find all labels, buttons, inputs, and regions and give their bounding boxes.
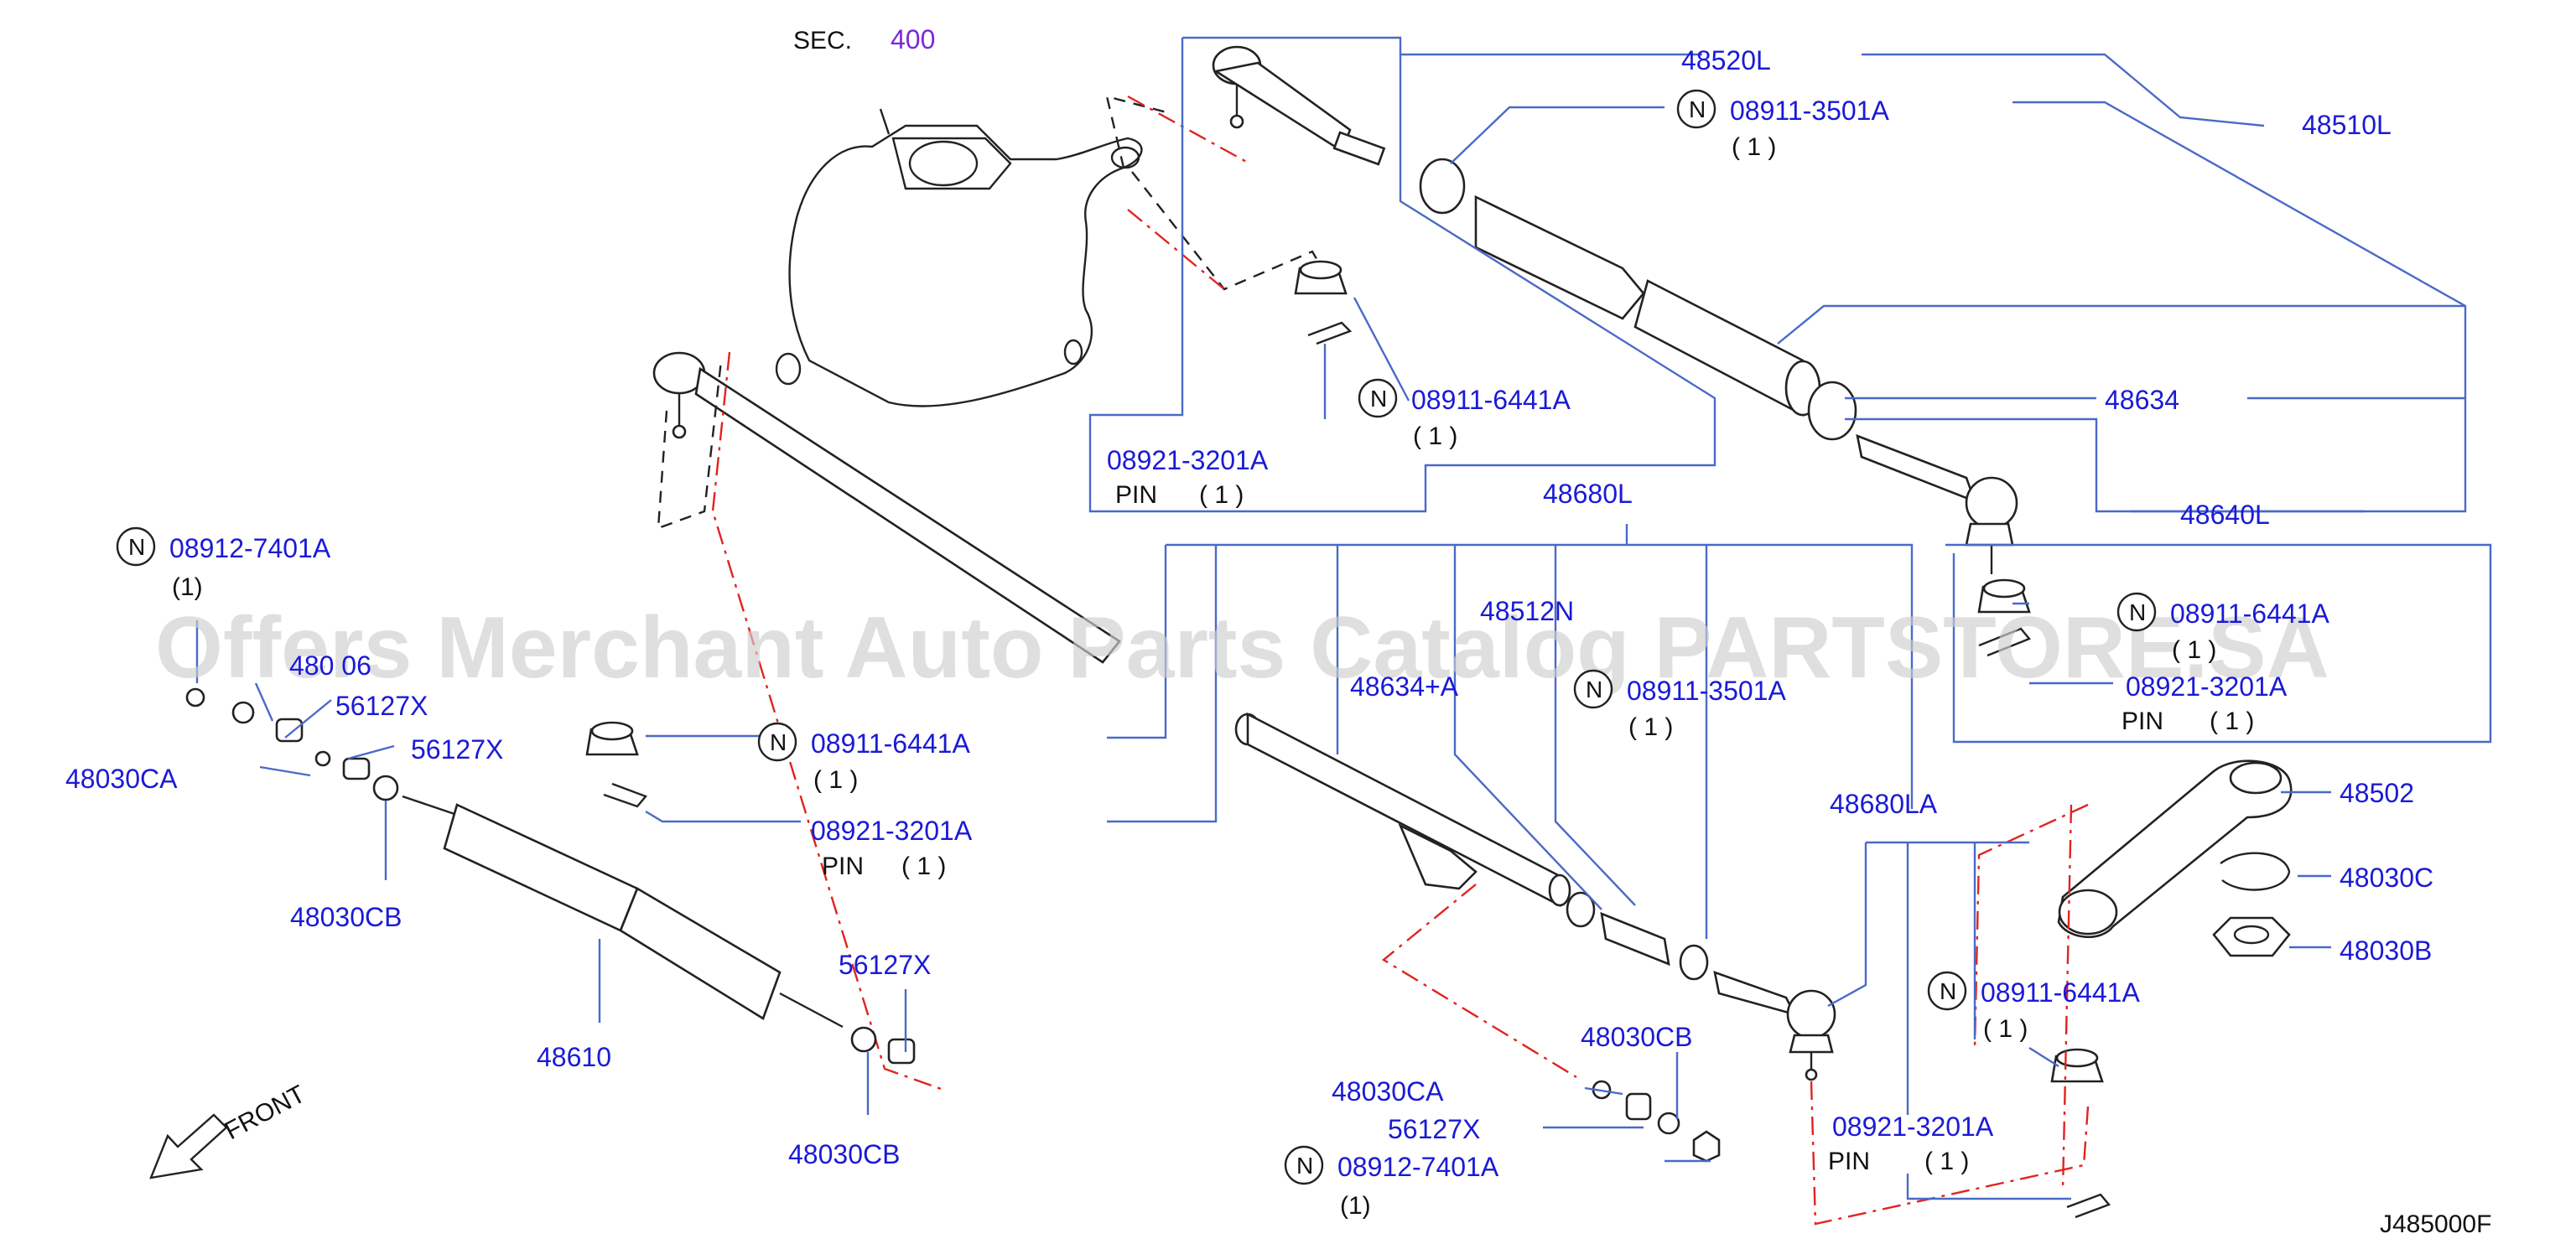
part-56127X-b[interactable]: 56127X bbox=[411, 734, 503, 765]
lock-washer bbox=[2220, 852, 2291, 891]
cotter-pin-right bbox=[1978, 627, 2031, 657]
part-08921-3201A-low[interactable]: 08921-3201A bbox=[1832, 1112, 1994, 1142]
part-48520L[interactable]: 48520L bbox=[1681, 45, 1771, 75]
qty-pin-low: ( 1 ) bbox=[1924, 1148, 1969, 1175]
section-ref: SEC. 400 bbox=[793, 24, 935, 54]
part-08921-3201A-right[interactable]: 08921-3201A bbox=[2126, 671, 2288, 702]
part-480-06-left[interactable]: 480 06 bbox=[289, 651, 371, 681]
qty-6441A-top: ( 1 ) bbox=[1413, 422, 1457, 450]
steering-gear-housing bbox=[775, 95, 1331, 407]
pin-top: PIN bbox=[1115, 481, 1157, 509]
n-marker-6441a-right: N bbox=[2116, 592, 2157, 632]
castle-nut-top bbox=[1294, 260, 1348, 295]
lower-right-bushings bbox=[1592, 1080, 1721, 1163]
n-marker-7401a-mid: N bbox=[1284, 1145, 1324, 1185]
outer-tie-rod-end-top bbox=[1212, 45, 1386, 166]
cotter-pin-left bbox=[603, 782, 648, 808]
figure-code: J485000F bbox=[2380, 1210, 2491, 1238]
svg-text:N: N bbox=[1586, 676, 1602, 702]
part-48030CA-mid[interactable]: 48030CA bbox=[1332, 1076, 1444, 1107]
part-48510L[interactable]: 48510L bbox=[2302, 110, 2392, 140]
part-08912-7401A-mid[interactable]: 08912-7401A bbox=[1337, 1152, 1499, 1182]
part-08911-6441A-top[interactable]: 08911-6441A bbox=[1411, 385, 1571, 415]
relay-rod bbox=[1234, 712, 1577, 1079]
part-08912-7401A-left[interactable]: 08912-7401A bbox=[169, 533, 331, 563]
part-48502[interactable]: 48502 bbox=[2340, 778, 2414, 808]
part-48640L[interactable]: 48640L bbox=[2180, 500, 2270, 530]
part-48512N[interactable]: 48512N bbox=[1480, 596, 1574, 626]
watermark: Offers Merchant Auto Parts Catalog PARTS… bbox=[155, 599, 2329, 697]
steering-damper bbox=[185, 687, 916, 1065]
castle-nut-left bbox=[585, 721, 639, 756]
cotter-pin-low bbox=[2066, 1193, 2111, 1219]
part-48680LA[interactable]: 48680LA bbox=[1830, 789, 1938, 819]
qty-pin-left: ( 1 ) bbox=[901, 853, 946, 880]
n-marker-7401a-left: N bbox=[116, 526, 156, 567]
part-48030CB-bottom[interactable]: 48030CB bbox=[788, 1139, 900, 1169]
pitman-arm bbox=[1973, 759, 2293, 1191]
part-08911-3501A-top[interactable]: 08911-3501A bbox=[1730, 96, 1889, 126]
part-48030CB-mid[interactable]: 48030CB bbox=[1581, 1022, 1692, 1052]
n-marker-6441a-left: N bbox=[757, 722, 797, 762]
castle-nut-right bbox=[1977, 578, 2031, 614]
svg-text:N: N bbox=[1940, 978, 1956, 1004]
castle-nut-low bbox=[2050, 1048, 2104, 1083]
part-08911-3501A-mid[interactable]: 08911-3501A bbox=[1627, 676, 1786, 706]
hex-nut bbox=[2212, 916, 2291, 957]
part-08911-6441A-right[interactable]: 08911-6441A bbox=[2170, 599, 2329, 629]
part-48030C[interactable]: 48030C bbox=[2340, 863, 2433, 893]
n-marker-6441a-top: N bbox=[1358, 378, 1398, 418]
section-prefix: SEC. bbox=[793, 27, 852, 54]
part-08921-3201A-top[interactable]: 08921-3201A bbox=[1107, 445, 1269, 475]
part-56127X-d[interactable]: 56127X bbox=[1388, 1114, 1480, 1144]
svg-text:N: N bbox=[2129, 599, 2146, 625]
qty-pin-top: ( 1 ) bbox=[1199, 481, 1244, 509]
qty-6441A-low: ( 1 ) bbox=[1983, 1015, 2028, 1043]
svg-text:N: N bbox=[1689, 96, 1706, 122]
front-direction-indicator: FRONT bbox=[149, 1081, 310, 1179]
leader-lines bbox=[195, 36, 2492, 1200]
front-label: FRONT bbox=[221, 1081, 310, 1146]
svg-text:N: N bbox=[1370, 386, 1387, 412]
qty-7401A-left: (1) bbox=[172, 573, 203, 601]
pin-low: PIN bbox=[1828, 1148, 1870, 1175]
part-08921-3201A-left[interactable]: 08921-3201A bbox=[811, 816, 973, 846]
cotter-pin-top bbox=[1307, 321, 1353, 345]
qty-pin-right: ( 1 ) bbox=[2210, 708, 2254, 735]
qty-6441A-right: ( 1 ) bbox=[2172, 636, 2216, 664]
n-marker-3501a-mid: N bbox=[1573, 669, 1613, 709]
part-56127X-a[interactable]: 56127X bbox=[335, 691, 428, 721]
part-48030CB-left[interactable]: 48030CB bbox=[290, 902, 402, 932]
right-tie-rod-end-lower bbox=[1566, 891, 2090, 1226]
adjusting-tube-upper bbox=[1419, 158, 2018, 574]
qty-3501A-top: ( 1 ) bbox=[1732, 133, 1776, 161]
part-08911-6441A-left[interactable]: 08911-6441A bbox=[811, 728, 970, 759]
part-48634[interactable]: 48634 bbox=[2105, 385, 2179, 415]
part-48634A[interactable]: 48634+A bbox=[1350, 671, 1459, 702]
part-48680L[interactable]: 48680L bbox=[1543, 479, 1633, 509]
qty-3501A-mid: ( 1 ) bbox=[1628, 713, 1673, 741]
part-48030B[interactable]: 48030B bbox=[2340, 936, 2432, 966]
n-marker-6441a-low: N bbox=[1927, 971, 1967, 1011]
part-48610[interactable]: 48610 bbox=[537, 1042, 611, 1072]
pin-right: PIN bbox=[2122, 708, 2163, 735]
left-tie-rod-end bbox=[652, 351, 1121, 1091]
pin-left: PIN bbox=[822, 853, 864, 880]
svg-text:N: N bbox=[1296, 1153, 1313, 1179]
svg-text:N: N bbox=[770, 729, 787, 755]
n-marker-3501a-top: N bbox=[1676, 89, 1716, 129]
part-56127X-c[interactable]: 56127X bbox=[839, 950, 931, 980]
part-08911-6441A-low[interactable]: 08911-6441A bbox=[1981, 977, 2140, 1008]
section-number[interactable]: 400 bbox=[891, 24, 935, 54]
part-48030CA-left[interactable]: 48030CA bbox=[65, 764, 178, 794]
qty-6441A-left: ( 1 ) bbox=[813, 766, 858, 794]
svg-text:N: N bbox=[128, 534, 145, 560]
qty-7401A-mid: (1) bbox=[1340, 1192, 1371, 1220]
front-arrow-icon bbox=[149, 1113, 228, 1179]
